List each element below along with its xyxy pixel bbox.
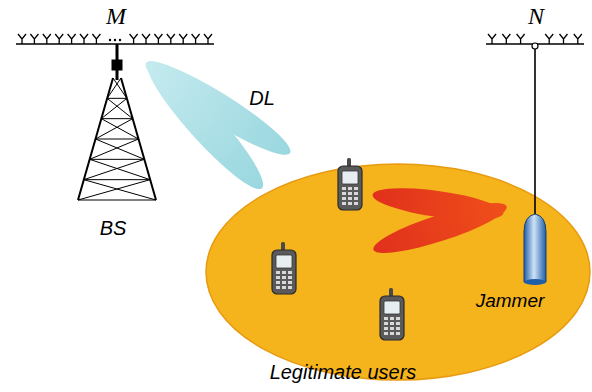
bs-antenna-elements [18, 34, 212, 44]
user-region [206, 164, 590, 380]
user-phone [338, 158, 362, 210]
bs-antenna-array [16, 43, 214, 45]
region-label: Legitimate users [270, 361, 417, 384]
user-phone [272, 242, 296, 294]
link-label: DL [249, 87, 275, 110]
array-size-label: M [106, 3, 126, 30]
user-phone [380, 288, 404, 340]
jammer-mast [534, 49, 536, 220]
array-size-label: N [528, 3, 544, 30]
device-label: Jammer [476, 290, 545, 312]
downlink-beams [136, 50, 298, 199]
bs-tower [78, 44, 156, 200]
station-label: BS [100, 217, 127, 240]
jamming-beams [369, 182, 510, 262]
jammer-body [524, 214, 546, 282]
